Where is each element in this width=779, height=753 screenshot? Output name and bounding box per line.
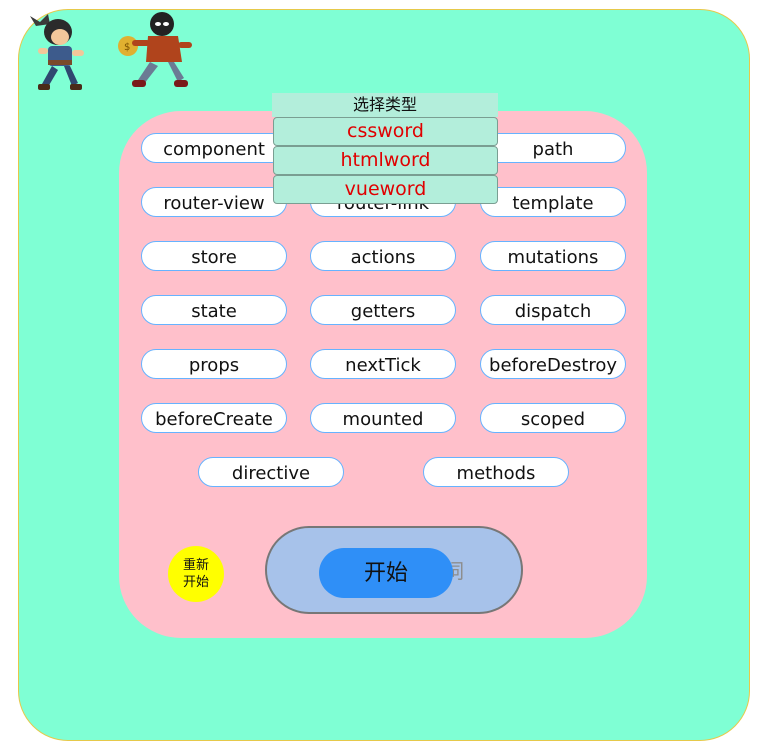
start-button[interactable]: 开始 — [319, 548, 453, 598]
word-button[interactable]: scoped — [480, 403, 626, 433]
word-button[interactable]: nextTick — [310, 349, 456, 379]
word-button[interactable]: component — [141, 133, 287, 163]
word-button[interactable]: beforeDestroy — [480, 349, 626, 379]
type-option-vueword[interactable]: vueword — [273, 175, 498, 204]
word-button[interactable]: props — [141, 349, 287, 379]
type-select-label[interactable]: 选择类型 — [272, 93, 498, 117]
word-button[interactable]: state — [141, 295, 287, 325]
word-button[interactable]: getters — [310, 295, 456, 325]
word-button[interactable]: directive — [198, 457, 344, 487]
word-button[interactable]: template — [480, 187, 626, 217]
word-button[interactable]: actions — [310, 241, 456, 271]
word-button[interactable]: beforeCreate — [141, 403, 287, 433]
word-button[interactable]: path — [480, 133, 626, 163]
word-button[interactable]: mounted — [310, 403, 456, 433]
girl-runner-sprite — [30, 14, 84, 90]
thief-with-moneybag-sprite: $ — [118, 12, 192, 87]
type-option-cssword[interactable]: cssword — [273, 117, 498, 146]
word-button[interactable]: methods — [423, 457, 569, 487]
word-button[interactable]: store — [141, 241, 287, 271]
word-button[interactable]: router-view — [141, 187, 287, 217]
restart-label: 重新 开始 — [182, 558, 209, 590]
svg-text:$: $ — [124, 42, 130, 53]
restart-button[interactable]: 重新 开始 — [168, 546, 224, 602]
type-option-htmlword[interactable]: htmlword — [273, 146, 498, 175]
word-button[interactable]: dispatch — [480, 295, 626, 325]
word-button[interactable]: mutations — [480, 241, 626, 271]
